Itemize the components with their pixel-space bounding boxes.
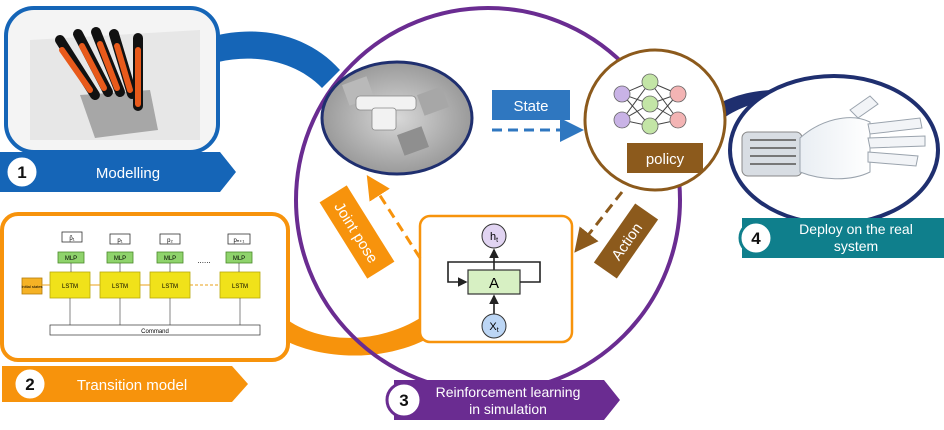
rnn-input-label: Xt — [489, 321, 498, 334]
joint-pose-label-box — [319, 185, 395, 279]
step4-banner — [742, 218, 944, 258]
step3-label-line1: Reinforcement learning — [436, 384, 581, 400]
policy-node: policy — [583, 48, 727, 192]
hand-model-icon — [30, 27, 200, 140]
policy-label-box — [627, 143, 703, 173]
rnn-output-node — [481, 223, 507, 249]
action-arrow — [574, 191, 624, 253]
step2-label: Transition model — [77, 377, 187, 394]
step2-banner — [2, 366, 248, 402]
step4-number: 4 — [751, 229, 761, 248]
orange-connector-swoosh — [280, 315, 425, 356]
step4-label-line2: system — [834, 238, 878, 254]
step4-badge — [738, 220, 774, 256]
action-label-box — [593, 203, 659, 279]
transition-model-box — [0, 212, 290, 362]
policy-label: policy — [646, 151, 685, 168]
ellipsis: ...... — [197, 256, 210, 265]
rnn-cell-node: ht A Xt — [418, 214, 574, 344]
output-label: p₂ — [167, 238, 173, 244]
output-label: p̂₁ — [69, 236, 74, 242]
step1-badge — [4, 154, 40, 190]
robot-arm-icon — [741, 95, 926, 180]
neural-network-icon — [613, 73, 687, 135]
step3-label-line2: in simulation — [469, 401, 547, 417]
lstm-label: LSTM — [112, 284, 128, 290]
simulation-view — [320, 60, 474, 176]
step1-label: Modelling — [96, 165, 160, 182]
output-label: p₁ — [117, 238, 122, 244]
output-label: pₙ₊₁ — [234, 238, 245, 244]
command-label: Command — [141, 329, 169, 335]
rnn-recurrence-loop — [447, 261, 541, 287]
step4-label-line1: Deploy on the real — [799, 221, 913, 237]
step3-badge — [385, 381, 423, 419]
rnn-input-node — [481, 313, 507, 339]
rnn-cell-label: A — [489, 275, 499, 292]
transition-model-diagram: p̂₁ p₁ p₂ pₙ₊₁ MLP MLP MLP MLP LSTM LSTM… — [21, 231, 261, 336]
lstm-label: LSTM — [62, 284, 78, 290]
state-label-box — [492, 90, 570, 120]
lstm-label: LSTM — [162, 284, 178, 290]
mlp-label: MLP — [65, 256, 77, 262]
mlp-label: MLP — [114, 256, 126, 262]
rnn-output-label: ht — [490, 231, 498, 244]
state-label: State — [513, 98, 548, 115]
mlp-label: MLP — [233, 256, 245, 262]
mlp-label: MLP — [164, 256, 176, 262]
step3-number: 3 — [399, 391, 408, 410]
step1-group: 1 Modelling — [0, 6, 236, 192]
step1-banner — [0, 152, 236, 192]
lstm-label: LSTM — [232, 284, 248, 290]
step3-banner — [394, 380, 620, 420]
initial-states-label: Initial states — [21, 284, 42, 289]
step4-group: 4 Deploy on the real system — [728, 74, 944, 258]
step3-group: 3 Reinforcement learning in simulation — [385, 380, 620, 420]
step2-group: p̂₁ p₁ p₂ pₙ₊₁ MLP MLP MLP MLP LSTM LSTM… — [0, 212, 290, 402]
simulation-image — [320, 60, 474, 176]
step1-number: 1 — [17, 163, 26, 182]
step2-badge — [12, 366, 48, 402]
step2-number: 2 — [25, 375, 34, 394]
